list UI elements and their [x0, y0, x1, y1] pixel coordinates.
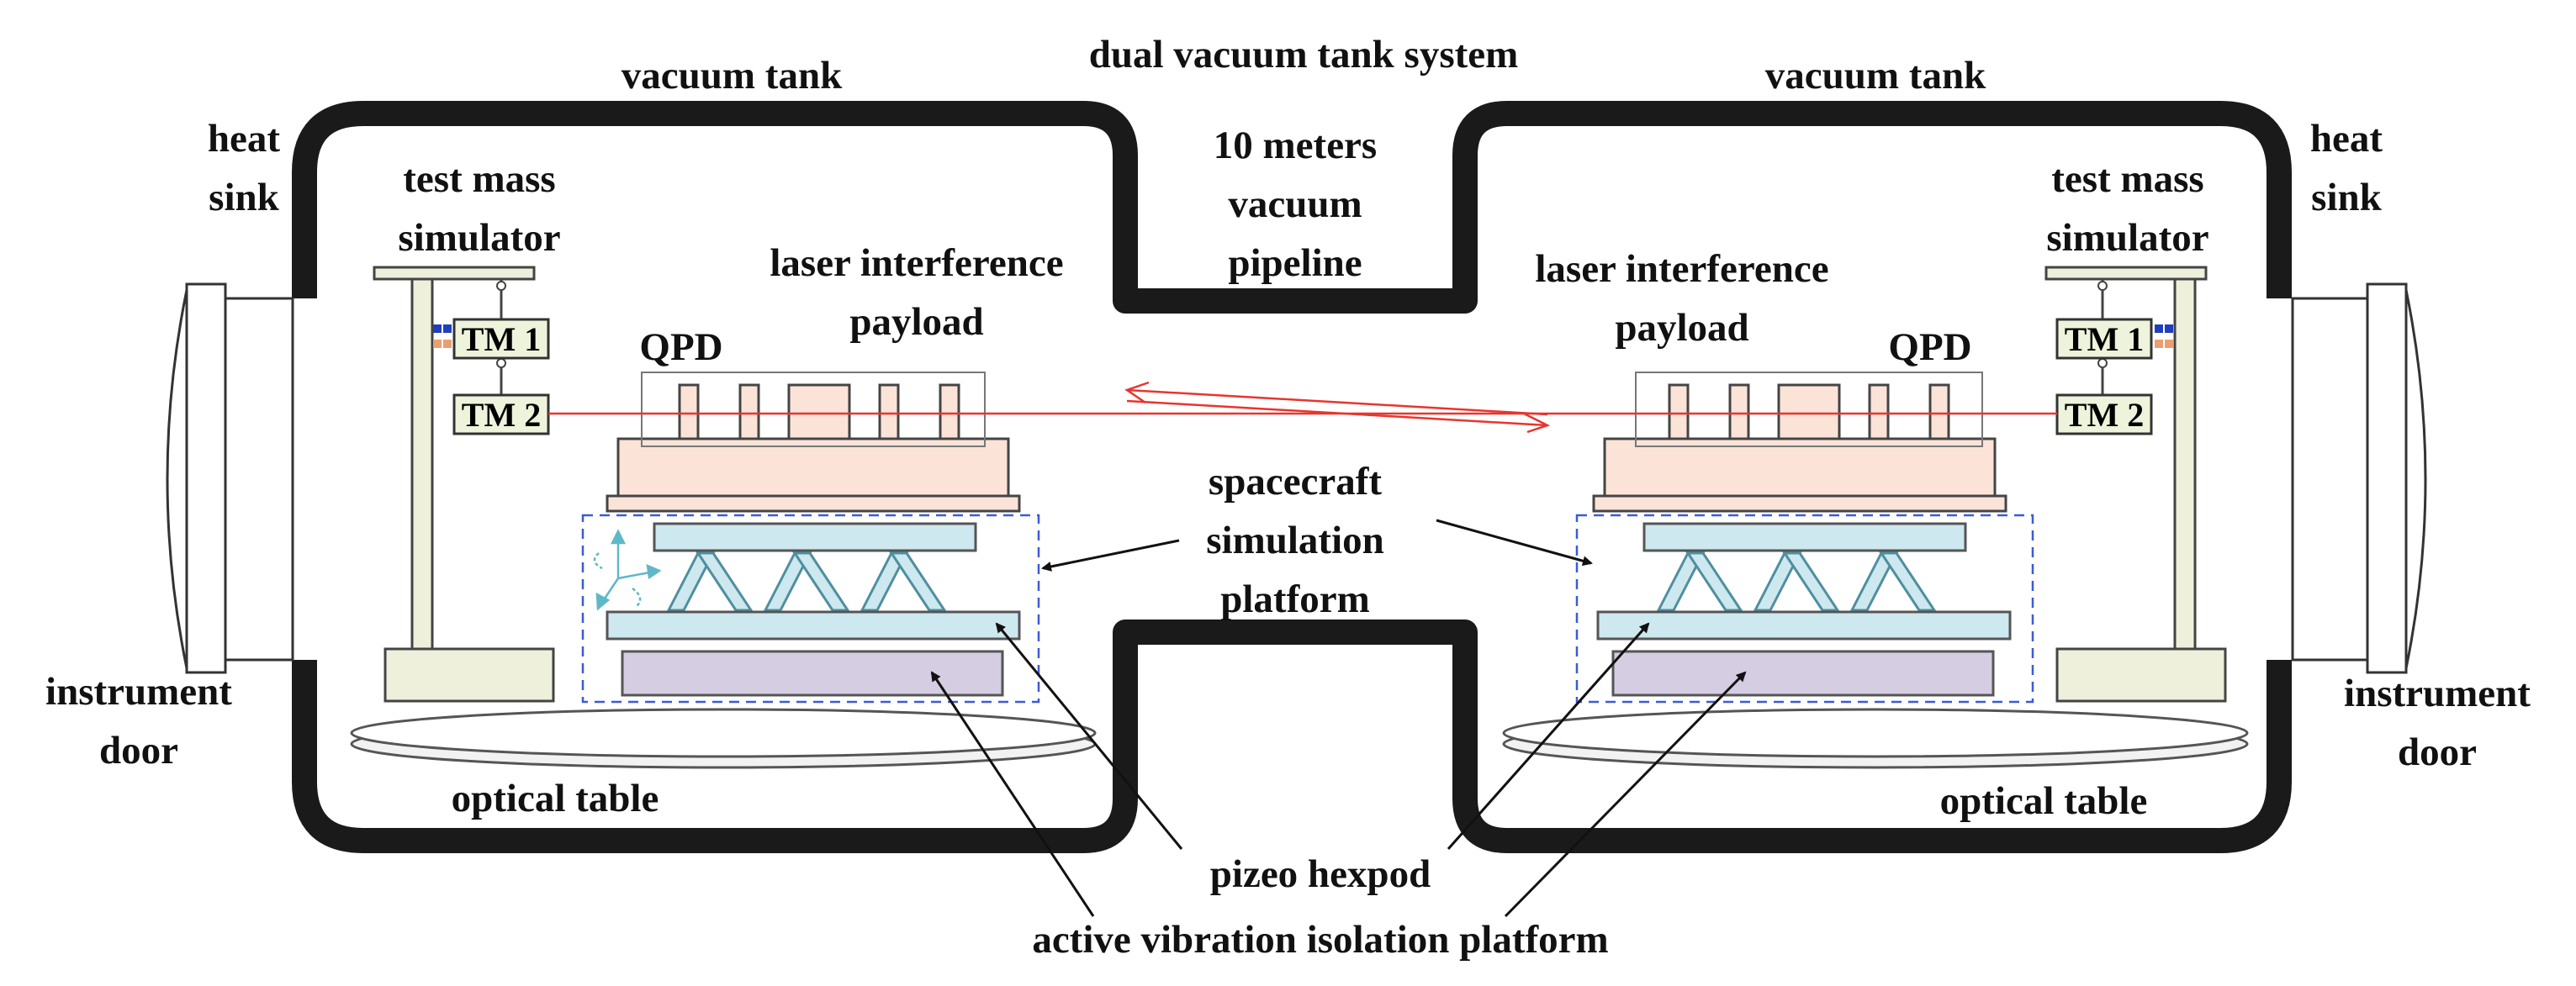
left-heat-sink-line-1: heat	[207, 117, 281, 161]
right-instrument-door-line-2: door	[2398, 730, 2477, 774]
left-qpd-label: QPD	[622, 318, 740, 377]
right-qpd-label: QPD	[1871, 318, 1989, 377]
right-test-mass-line-1: test mass	[2051, 157, 2204, 201]
pipeline-line-2: vacuum	[1228, 182, 1362, 226]
right-isolation-platform	[1611, 650, 1995, 697]
right-optical-table-text: optical table	[1939, 779, 2148, 823]
left-platform-boundary	[581, 514, 1040, 704]
left-test-mass-line-1: test mass	[403, 157, 556, 201]
left-instrument-door-line-1: instrument	[45, 670, 232, 714]
tm2-right-label: TM 2	[2065, 396, 2144, 434]
left-test-mass-line-2: simulator	[398, 216, 561, 260]
right-heat-sink-line-2: sink	[2311, 176, 2382, 219]
left-payload-line-2: payload	[849, 300, 984, 344]
pipeline-line-1: 10 meters	[1213, 124, 1378, 167]
laser-beams	[548, 381, 2057, 434]
tm2-left-label: TM 2	[462, 396, 541, 434]
left-vacuum-tank-wall	[292, 101, 2292, 314]
right-instrument-door	[2291, 282, 2427, 674]
degrees-of-freedom-icon	[593, 529, 662, 611]
left-heat-sink-line-2: sink	[209, 176, 279, 219]
spacecraft-line-1: spacecraft	[1208, 460, 1383, 504]
tm1-left-label: TM 1	[462, 320, 541, 358]
left-payload-label: laser interference payload	[715, 234, 1119, 351]
right-test-mass-simulator-label: test mass simulator	[2002, 150, 2254, 267]
right-payload-line-1: laser interference	[1535, 247, 1829, 291]
left-laser-payload	[606, 372, 1021, 513]
right-optical-table	[1502, 708, 2249, 769]
spacecraft-line-2: simulation	[1206, 519, 1384, 562]
left-instrument-door-line-2: door	[99, 729, 178, 772]
left-test-mass-simulator-label: test mass simulator	[353, 150, 606, 267]
left-optical-table-label: optical table	[395, 769, 715, 828]
left-test-mass-simulator	[373, 266, 555, 703]
right-payload-label: laser interference payload	[1480, 240, 1884, 357]
right-optical-table-label: optical table	[1884, 772, 2203, 830]
spacecraft-platform-label: spacecraft simulation platform	[1152, 452, 1438, 629]
left-isolation-platform	[621, 650, 1004, 697]
left-optical-table	[350, 708, 1097, 769]
annotation-arrows	[930, 519, 1747, 918]
right-instrument-door-line-1: instrument	[2344, 672, 2531, 715]
right-platform-boundary	[1575, 514, 2034, 704]
right-qpd-text: QPD	[1888, 325, 1972, 369]
pipeline-label: 10 meters vacuum pipeline	[1152, 116, 1438, 293]
isolation-platform-label: active vibration isolation platform	[866, 910, 1775, 969]
spacecraft-line-3: platform	[1220, 577, 1370, 621]
hexapod-text: pizeo hexpod	[1209, 852, 1431, 896]
hexapod-label: pizeo hexpod	[1119, 845, 1522, 904]
left-piezo-hexapod	[606, 522, 1021, 641]
system-title-text: dual vacuum tank system	[1088, 33, 1519, 76]
right-vacuum-tank-text: vacuum tank	[1764, 54, 1986, 98]
left-optical-table-text: optical table	[451, 777, 659, 820]
left-vacuum-tank-label: vacuum tank	[530, 46, 934, 105]
right-instrument-door-label: instrument door	[2298, 664, 2576, 782]
left-qpd-text: QPD	[639, 325, 723, 369]
left-payload-line-1: laser interference	[770, 241, 1064, 285]
right-heat-sink-label: heat sink	[2271, 109, 2422, 227]
system-title: dual vacuum tank system	[1026, 25, 1581, 84]
left-instrument-door-label: instrument door	[0, 662, 278, 780]
right-laser-payload	[1592, 372, 2007, 513]
pipeline-line-3: pipeline	[1228, 241, 1362, 285]
right-heat-sink-line-1: heat	[2309, 117, 2383, 161]
tm1-right-label: TM 1	[2065, 320, 2144, 358]
right-test-mass-line-2: simulator	[2046, 216, 2209, 260]
left-vacuum-tank-text: vacuum tank	[621, 54, 843, 98]
right-piezo-hexapod	[1596, 522, 2012, 641]
left-instrument-door	[166, 282, 294, 674]
right-test-mass-simulator	[2044, 266, 2227, 703]
bottom-vacuum-tank-wall	[292, 620, 2292, 853]
right-vacuum-tank-label: vacuum tank	[1674, 46, 2077, 105]
isolation-platform-text: active vibration isolation platform	[1032, 918, 1609, 962]
right-payload-line-2: payload	[1615, 306, 1749, 350]
left-heat-sink-label: heat sink	[168, 109, 320, 227]
